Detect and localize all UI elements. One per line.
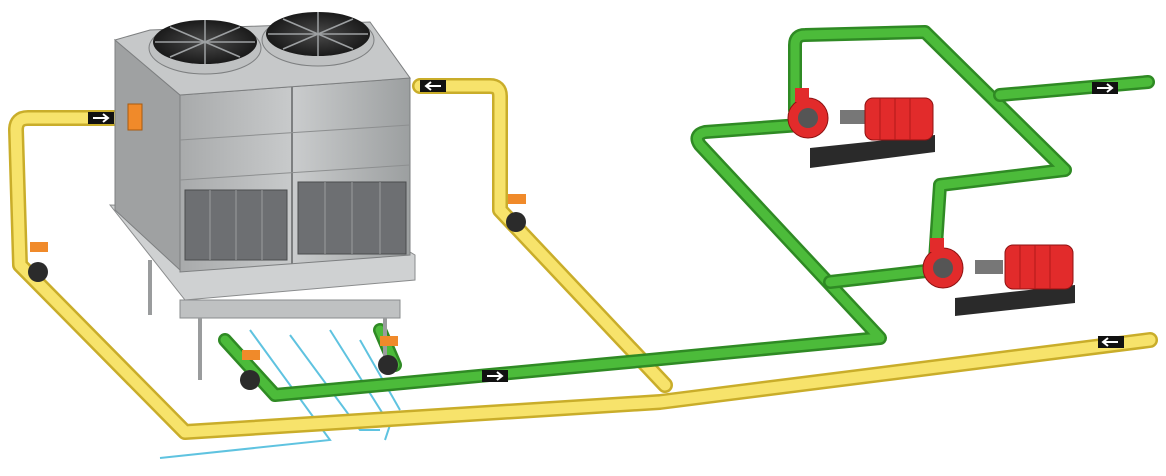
return-pipe-network <box>218 25 1155 402</box>
flow-arrow-icon <box>482 370 508 382</box>
supply-pipe-loop <box>8 78 1158 440</box>
valve-actuator-icon <box>378 336 398 375</box>
flow-arrow-icon <box>1098 336 1124 348</box>
flow-arrow-icon <box>420 80 446 92</box>
valve-actuator-icon <box>28 242 48 282</box>
fan-icon <box>261 12 375 67</box>
cooling-tower <box>108 21 416 380</box>
valve-actuator-icon <box>240 350 260 390</box>
pump-icon <box>787 88 935 168</box>
valve-actuator-icon <box>506 194 526 232</box>
flow-arrow-icon <box>88 112 114 124</box>
fan-icon <box>148 20 262 75</box>
flow-arrow-icon <box>1092 82 1118 94</box>
pump-icon <box>922 238 1075 316</box>
